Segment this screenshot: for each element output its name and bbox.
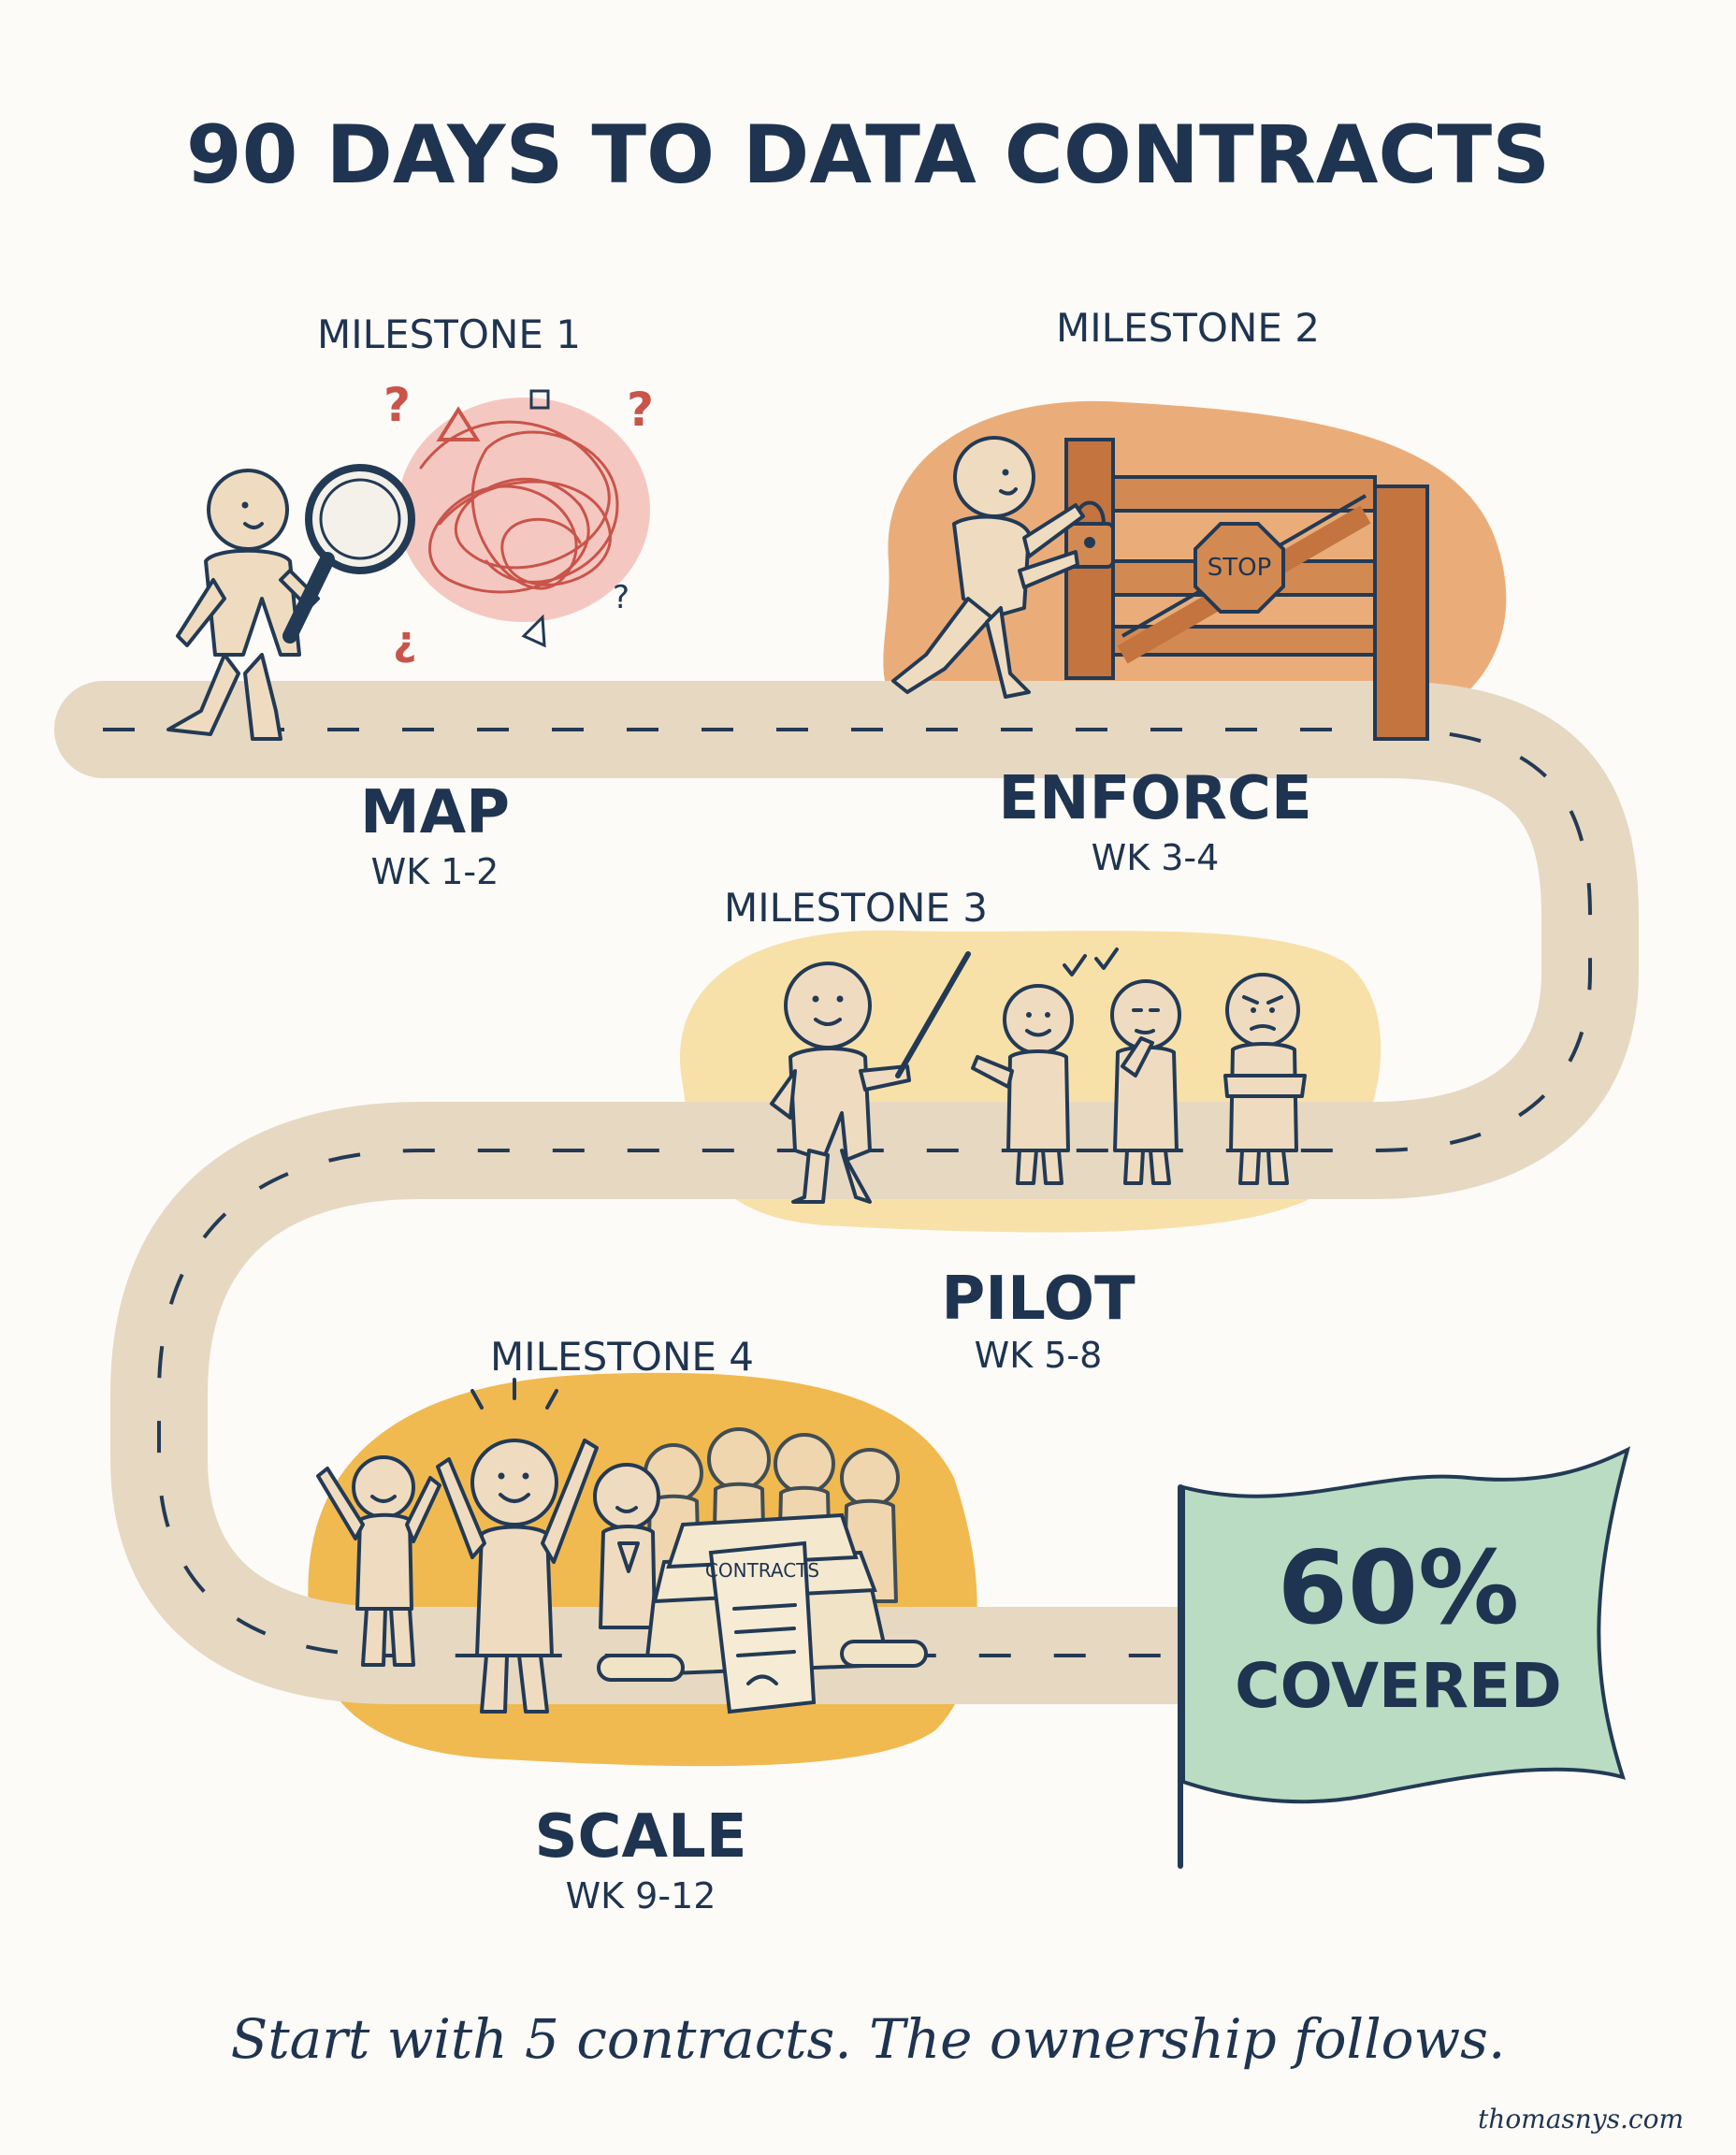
enforcer-figure [891,436,1085,699]
stage-map-name: MAP [360,778,510,847]
tagline: Start with 5 contracts. The ownership fo… [231,2007,1506,2071]
cheering-figure-main [436,1378,599,1714]
credit: thomasnys.com [1478,2104,1684,2134]
milestone-3-label: MILESTONE 3 [724,885,988,931]
checkmark-icons [1063,947,1119,976]
cheering-figure-small [316,1455,441,1667]
question-mark-icon: ? [613,579,629,616]
stage-scale-name: SCALE [534,1802,746,1872]
question-mark-icon: ? [627,383,654,437]
stop-sign-icon [1194,522,1285,614]
presenter-figure [770,962,911,1204]
listener-figure-thinking [1110,979,1181,1185]
stage-scale-weeks: WK 9-12 [566,1875,716,1916]
stage-pilot-weeks: WK 5-8 [975,1335,1103,1376]
investigator-figure [166,469,320,741]
pointer-stick [895,951,971,1078]
question-mark-icon: ¿ [393,617,417,665]
contract-stack: CONTRACTS [597,1512,928,1714]
contract-stack-label: CONTRACTS [705,1559,819,1582]
page-title: 90 DAYS TO DATA CONTRACTS [186,108,1550,202]
magnifying-glass-icon [282,464,415,644]
clapping-figure [593,1463,660,1629]
question-mark-icon: ? [383,378,411,432]
finish-flag: 60% COVERED [1178,1446,1631,1869]
milestone-4-label: MILESTONE 4 [490,1334,754,1380]
milestone-1-label: MILESTONE 1 [317,311,581,357]
stage-enforce-name: ENFORCE [998,764,1311,833]
tangled-data-scribble: ? ? ¿ ? [383,378,654,665]
stage-pilot-name: PILOT [941,1265,1136,1334]
flag-banner [1181,1446,1631,1804]
flag-value: 60% [1278,1530,1520,1647]
winding-road [54,681,1639,1704]
stop-sign-label: STOP [1208,554,1272,582]
flag-label: COVERED [1235,1650,1562,1722]
listener-figure-skeptical [1223,973,1307,1185]
listener-figure-happy [971,984,1074,1185]
milestone-2-label: MILESTONE 2 [1056,305,1320,351]
stage-enforce-weeks: WK 3-4 [1092,837,1220,878]
stage-map-weeks: WK 1-2 [371,851,499,892]
